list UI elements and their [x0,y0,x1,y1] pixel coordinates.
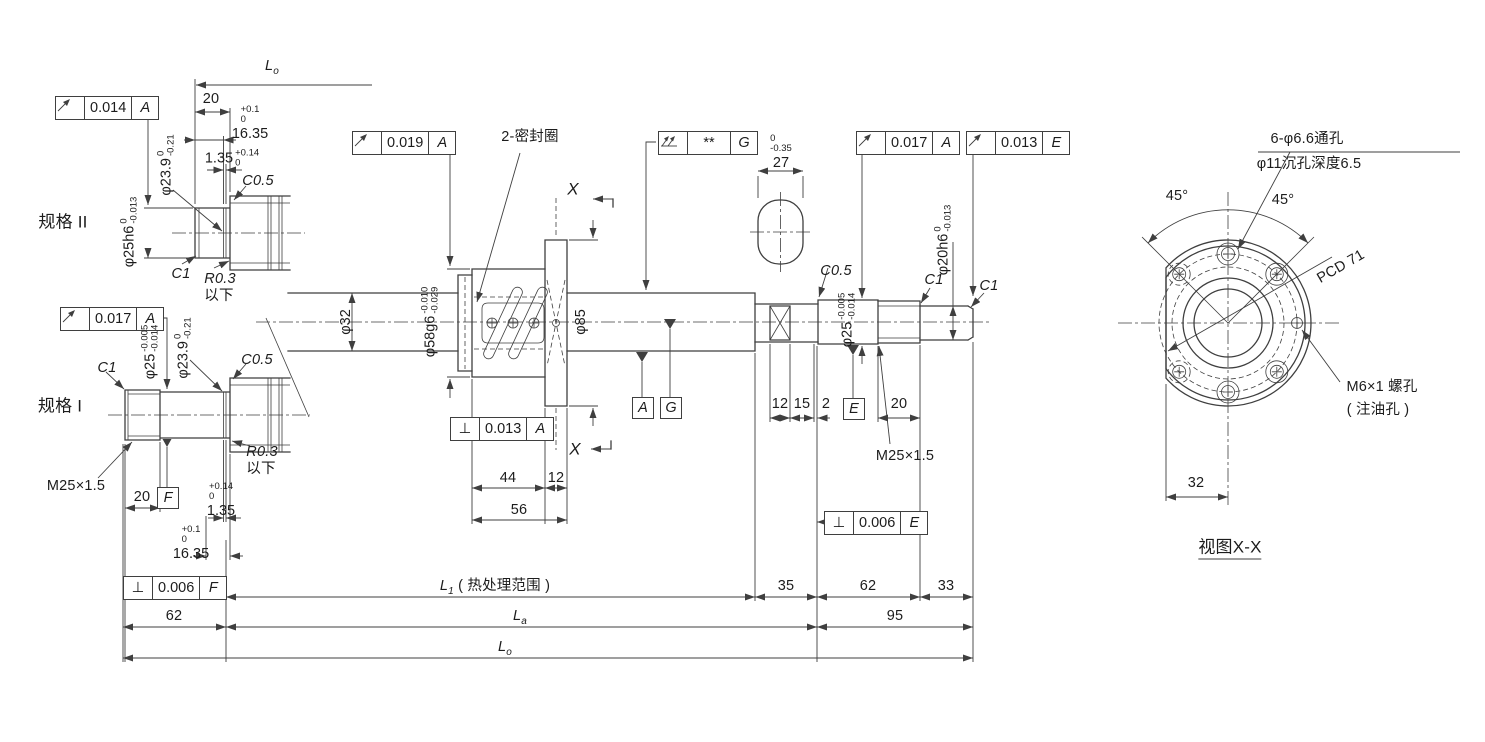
dia-25-spec1: φ25 -0.005-0.014 [139,324,161,380]
dim-12-groove: 12 [771,395,789,412]
dim-62-left: 62 [165,607,183,624]
dim-La: La [512,607,528,627]
spec2-shaft-end-geometry [139,79,372,271]
radius-r03-spec2: R0.3 [204,270,236,287]
main-shaft-geometry [122,141,992,662]
section-x-bottom: X [569,439,581,459]
view-xx-title: 视图X-X [1198,539,1262,560]
gdt-frame-runout-0014-A: 0.014 A [55,96,160,120]
chamfer-c1-right1: C1 [924,271,944,288]
chamfer-c05-spec2: C0.5 [242,172,274,189]
gdt-frame-perp-0006-F: ⊥ 0.006 F [123,576,228,600]
datum-box-F: F [157,487,179,509]
gdt-frame-perp-0006-E: ⊥ 0.006 E [824,511,929,535]
bolt-holes-note-line2: φ11沉孔深度6.5 [1256,155,1362,172]
oil-hole-note-line2: ( 注油孔 ) [1346,401,1410,418]
radius-r03-spec1: R0.3 [246,443,278,460]
thread-m25-right: M25×1.5 [875,447,935,464]
angle-45-right: 45° [1271,191,1295,208]
dia-25-right: φ25 -0.005-0.014 [836,292,858,348]
gdt-frame-runout-0019-A: 0.019 A [352,131,457,155]
dim-20-spec1: 20 [133,488,151,505]
seal-end-plate [457,274,473,372]
datum-box-A: A [632,397,654,419]
chamfer-c1-spec1: C1 [97,359,117,376]
chamfer-c1-spec2: C1 [171,265,191,282]
dim-20-thread: 20 [890,395,908,412]
dim-20-spec2: 20 [202,90,220,107]
dim-15-neck: 15 [793,395,811,412]
dim-62-right: 62 [859,577,877,594]
datum-box-E: E [843,398,865,420]
dia-25h6-spec2: φ25h6 0-0.013 [118,196,140,268]
dim-32-flat: 32 [1187,474,1205,491]
datum-box-G: G [660,397,682,419]
radius-r03-max-spec2: 以下 [204,287,234,304]
dim-12-flange: 12 [547,469,565,486]
dim-95: 95 [886,607,904,624]
circular-runout-icon [61,308,89,330]
gdt-frame-total-runout-G: ** G [658,131,758,155]
nut-flange [544,239,568,407]
bolt-holes-note-line1: 6-φ6.6通孔 [1270,130,1344,147]
chamfer-c05-right: C0.5 [820,262,852,279]
radius-r03-max-spec1: 以下 [246,460,276,477]
gdt-frame-runout-0013-E: 0.013 E [966,131,1071,155]
perpendicularity-icon: ⊥ [458,421,472,437]
dia-20h6-journal: φ20h6 0-0.013 [932,204,954,276]
chamfer-c1-right2: C1 [979,277,999,294]
dim-27-flats: 0-0.35 27 [770,132,792,171]
gdt-frame-runout-0017-A-left: 0.017 A [60,307,165,331]
spec1-shaft-end-geometry [97,317,310,662]
total-runout-icon [659,132,687,154]
gdt-frame-runout-0017-A-right: 0.017 A [856,131,961,155]
dim-44-nut: 44 [499,469,517,486]
circular-runout-icon [857,132,885,154]
circular-runout-icon [353,132,381,154]
thread-m25-spec1: M25×1.5 [46,477,106,494]
oil-hole-note-line1: M6×1 螺孔 [1346,378,1418,395]
dim-35: 35 [777,577,795,594]
ball-nut-body [471,268,546,378]
spec2-title: 规格 II [38,212,88,232]
end-view-geometry [1118,151,1460,505]
dim-2-gap: 2 [821,395,831,412]
perpendicularity-icon: ⊥ [832,515,846,531]
circular-runout-icon [967,132,995,154]
angle-45-left: 45° [1165,187,1189,204]
chamfer-c05-spec1: C0.5 [241,351,273,368]
dia-58g6-nut: φ58g6 -0.010-0.029 [419,286,441,358]
dim-56-nut: 56 [510,501,528,518]
spec1-title: 规格 I [37,396,83,416]
seal-ring-note: 2-密封圈 [501,128,559,145]
dim-33: 33 [937,577,955,594]
dim-L0-bottom: Lo [497,638,513,658]
dim-L0-top: Lo [264,57,280,77]
dia-23-9-spec2: φ23.9 0-0.21 [155,134,177,196]
dia-85-flange: φ85 [572,309,589,335]
dia-23-9-spec1: φ23.9 0-0.21 [172,317,194,379]
dim-L1-heat-treat: L1 ( 热处理范围 ) [439,577,551,597]
perpendicularity-icon: ⊥ [131,580,145,596]
circular-runout-icon [56,97,84,119]
gdt-frame-perp-0013-A: ⊥ 0.013 A [450,417,555,441]
section-x-top: X [567,179,579,199]
dia-32-screw: φ32 [337,309,354,335]
